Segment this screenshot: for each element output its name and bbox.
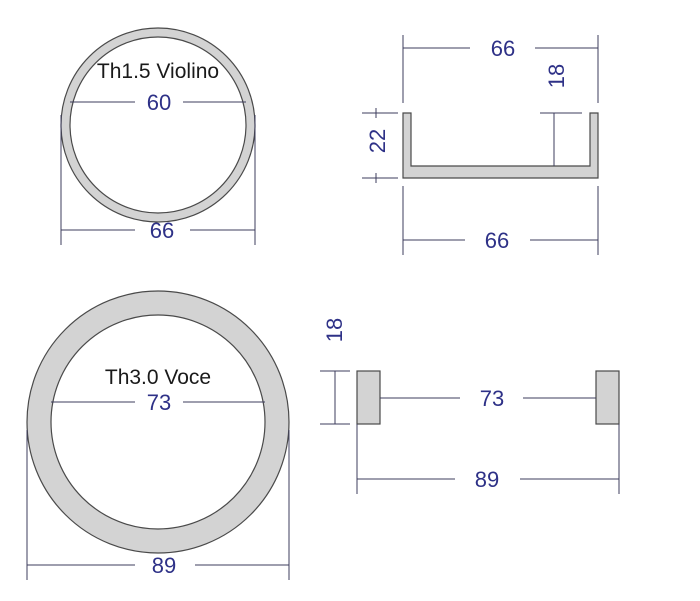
ring-large-inner-dim: 73 <box>147 390 171 415</box>
flat-left-block <box>356 370 381 425</box>
ring-small-outer-dim: 66 <box>150 218 174 243</box>
channel-top-width: 66 <box>491 36 515 61</box>
flat-section: 18 73 89 <box>320 318 620 494</box>
flat-outer-dim: 89 <box>475 467 499 492</box>
channel-inner-height: 18 <box>544 64 569 88</box>
channel-section: 66 18 22 66 <box>362 35 599 255</box>
ring-large: Th3.0 Voce 73 89 <box>26 290 290 580</box>
ring-large-outer-dim: 89 <box>152 553 176 578</box>
ring-large-shape <box>26 290 290 554</box>
channel-bottom-width: 66 <box>485 228 509 253</box>
channel-shape <box>402 112 599 179</box>
ring-large-label: Th3.0 Voce <box>105 366 211 389</box>
flat-right-block <box>595 370 620 425</box>
ring-small-shape <box>60 27 256 223</box>
ring-small: Th1.5 Violino 60 66 <box>60 27 256 245</box>
flat-inner-dim: 73 <box>480 386 504 411</box>
ring-small-inner-dim: 60 <box>147 90 171 115</box>
ring-small-label: Th1.5 Violino <box>97 60 219 83</box>
flat-height: 18 <box>322 318 347 342</box>
channel-outer-height: 22 <box>365 129 390 153</box>
